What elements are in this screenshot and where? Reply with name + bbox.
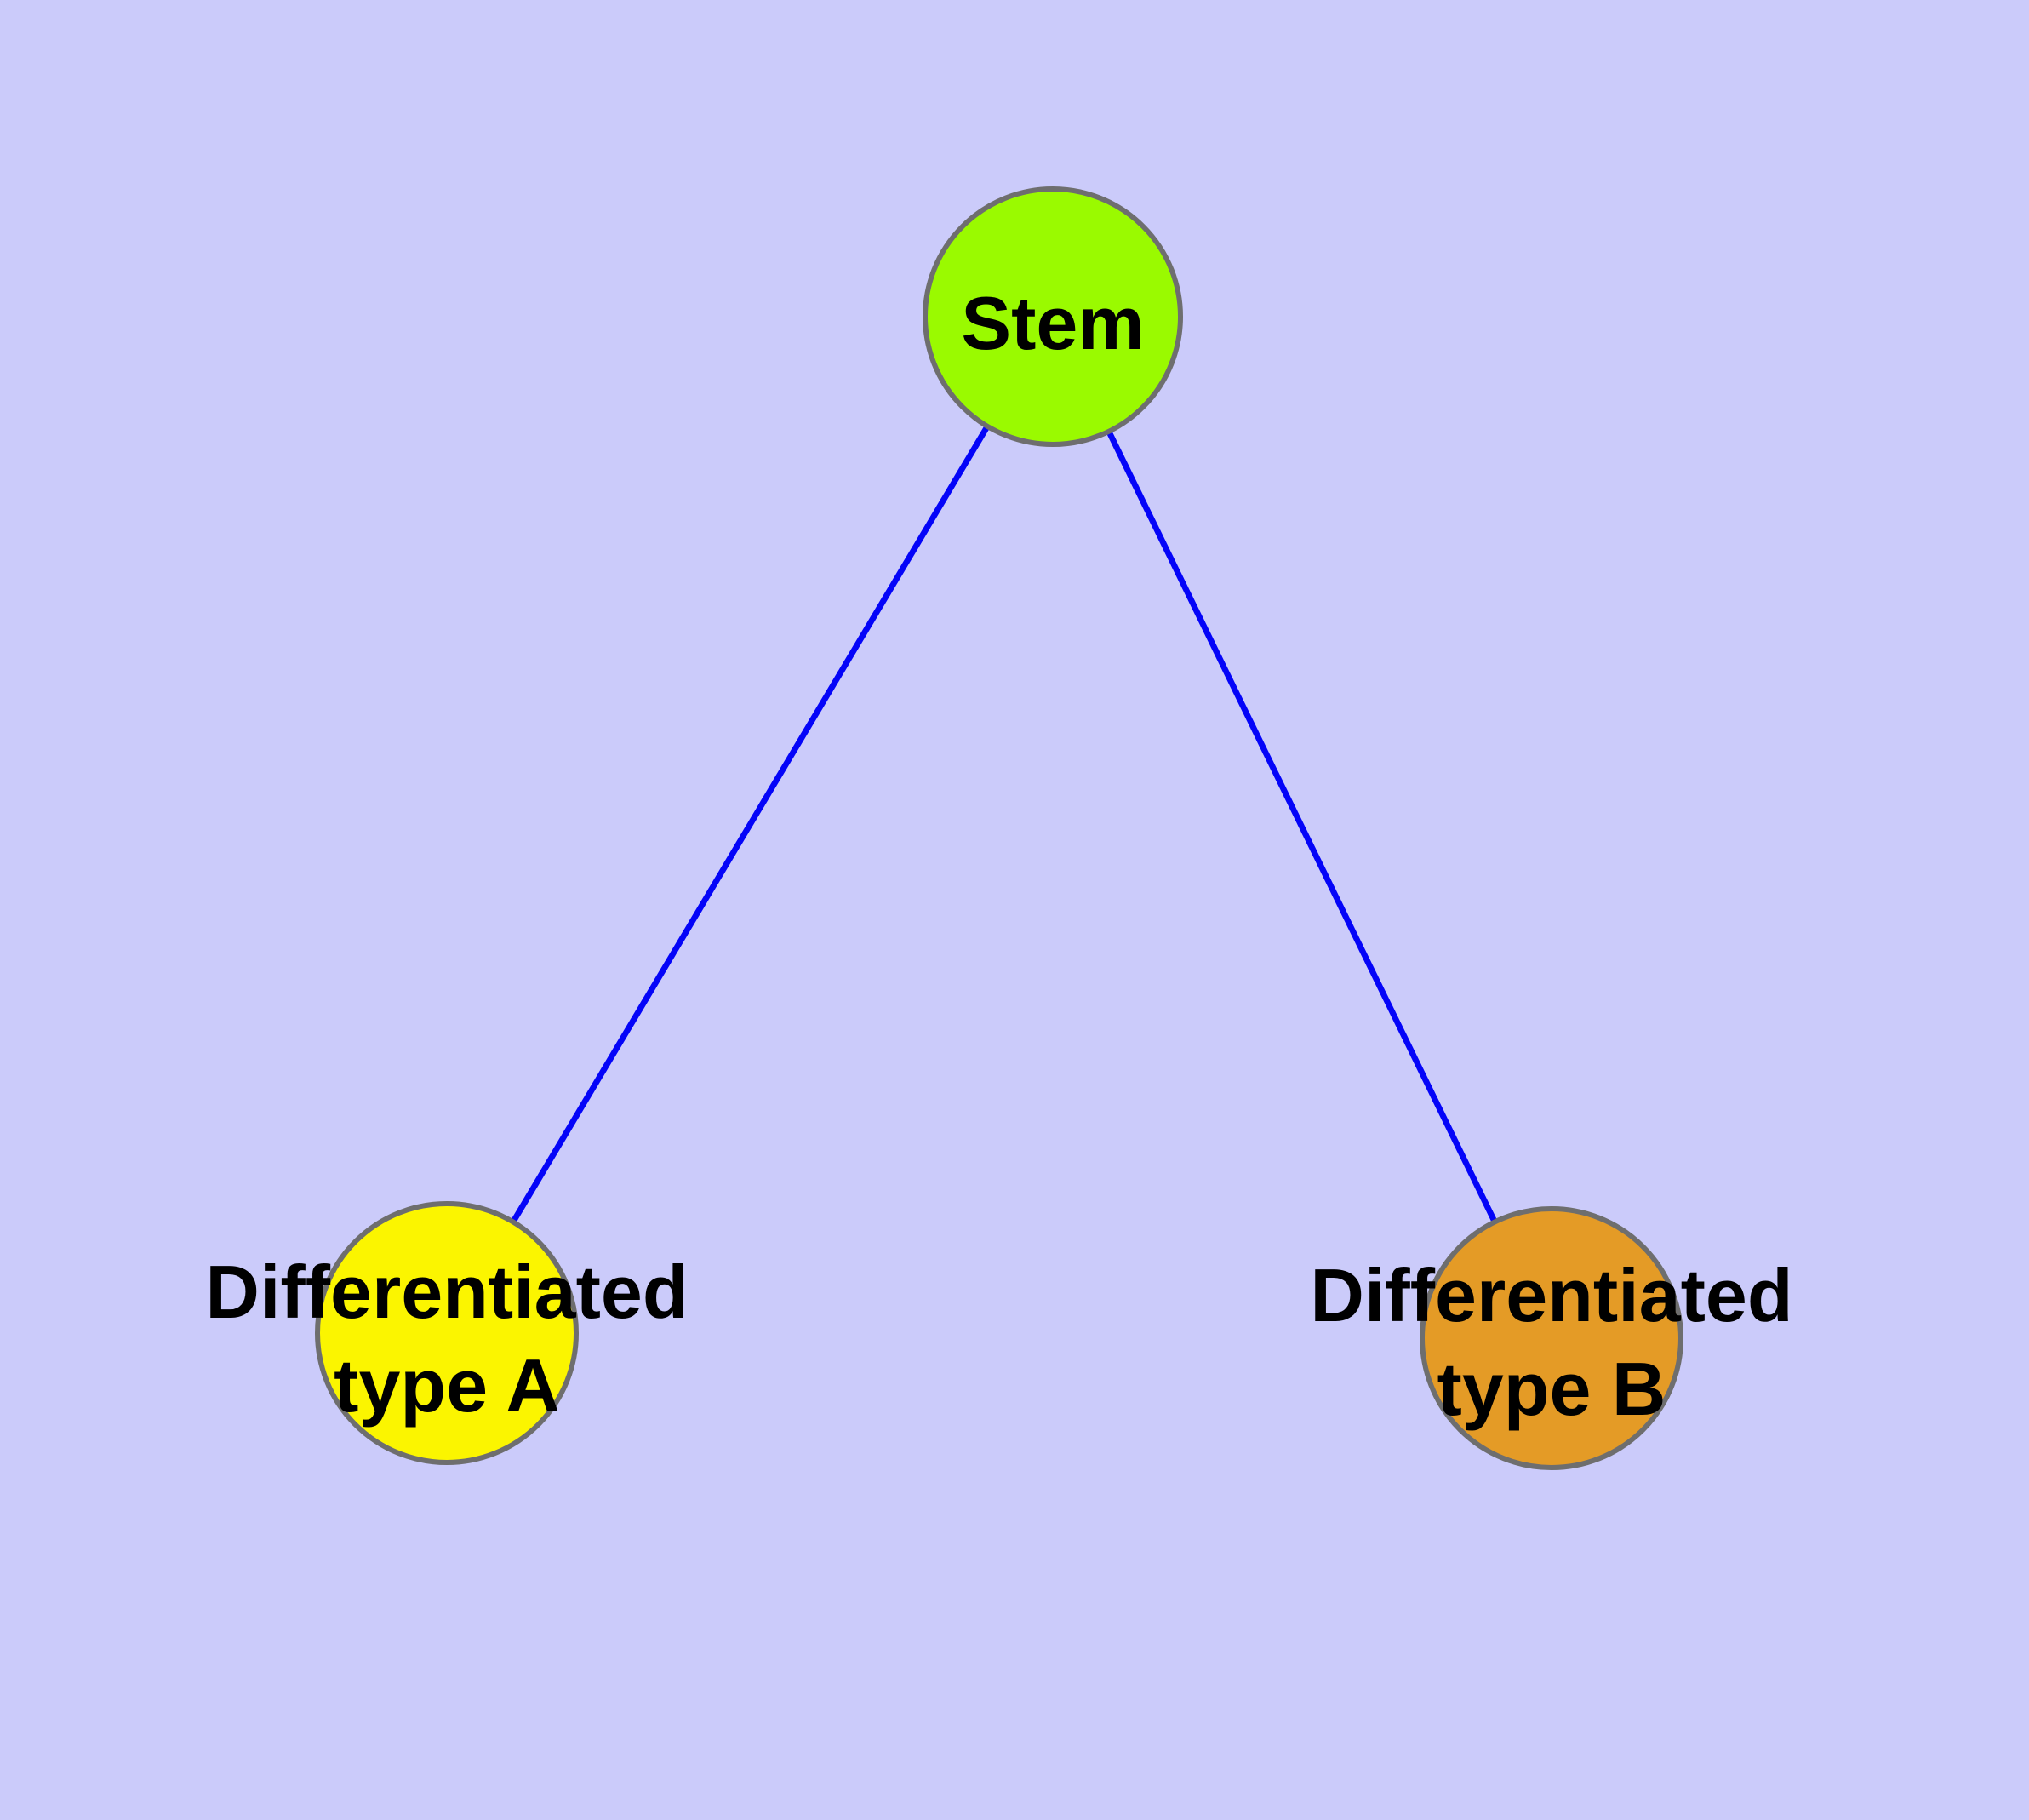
node-stem[interactable] [923, 186, 1183, 447]
node-type-a-label-line2: type A [334, 1343, 560, 1428]
node-type-a-label-line1: Differentiated [205, 1250, 688, 1334]
node-type-b-label-line1: Differentiated [1310, 1253, 1792, 1337]
edge-stem-to-type-a [443, 315, 1056, 1335]
node-differentiated-type-a[interactable] [315, 1201, 579, 1465]
node-type-b-label-line2: type B [1437, 1347, 1666, 1431]
edge-stem-to-type-b [1049, 315, 1555, 1340]
node-differentiated-type-b[interactable] [1420, 1206, 1683, 1470]
node-stem-label: Stem [961, 281, 1144, 365]
